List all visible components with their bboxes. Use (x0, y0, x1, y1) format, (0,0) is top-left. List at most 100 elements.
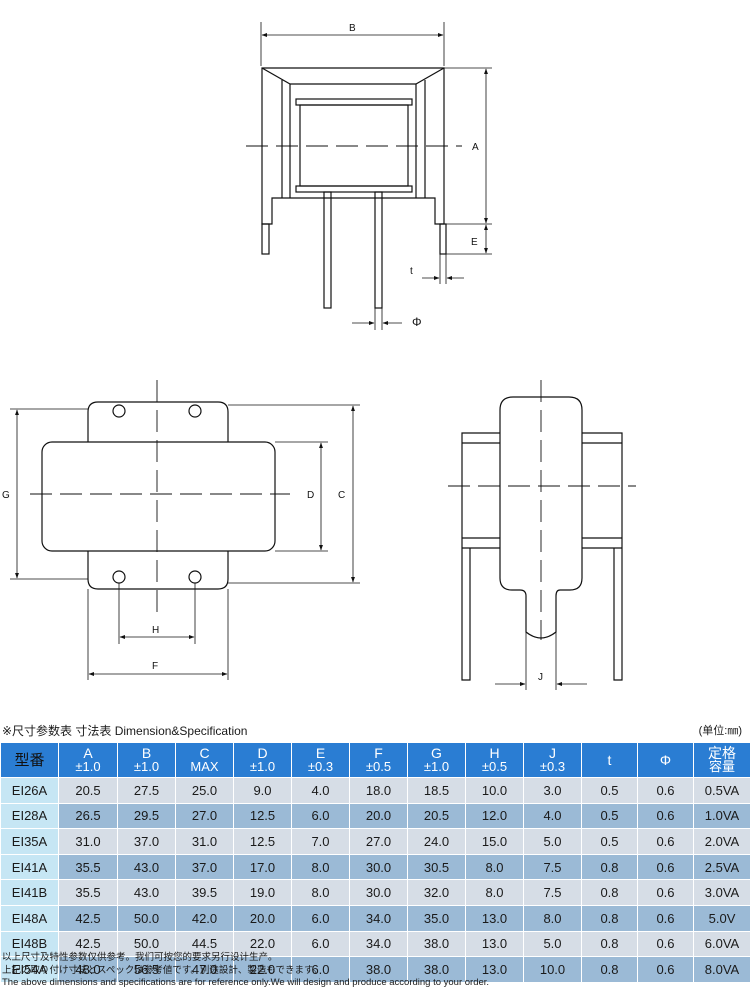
value-cell: 7.5 (523, 879, 582, 906)
dimension-t-label: t (410, 266, 413, 277)
value-cell: 20.5 (58, 777, 118, 804)
value-cell: 0.6 (637, 853, 694, 881)
value-cell: 8.0VA (693, 956, 750, 983)
column-header-tolerance: ±1.0 (249, 759, 276, 774)
value-cell: 0.5VA (693, 777, 750, 804)
value-cell: 31.0 (58, 828, 118, 855)
value-cell: 0.6 (637, 828, 694, 855)
value-cell: 0.6 (637, 956, 694, 983)
value-cell: 12.5 (233, 802, 292, 830)
column-header-tolerance: ±1.0 (133, 759, 160, 774)
bobbin-top-flange (295, 98, 413, 106)
value-cell: 0.5 (581, 802, 638, 830)
value-cell: 18.0 (349, 777, 408, 804)
column-header-tolerance: ±0.5 (481, 759, 508, 774)
value-cell: 5.0 (523, 930, 582, 958)
value-cell: 26.5 (58, 802, 118, 830)
column-header-tolerance: ±1.0 (423, 759, 450, 774)
column-header-label: D (257, 745, 268, 761)
column-header: 定格容量 (693, 742, 750, 778)
value-cell: 18.5 (407, 777, 466, 804)
value-cell: 2.5VA (693, 853, 750, 881)
value-cell: 37.0 (175, 853, 234, 881)
value-cell: 8.0 (465, 853, 524, 881)
value-cell: 25.0 (175, 777, 234, 804)
model-cell: EI48A (0, 904, 59, 932)
table-unit: (单位:㎜) (698, 725, 742, 737)
value-cell: 27.0 (175, 802, 234, 830)
value-cell: 10.0 (523, 956, 582, 983)
column-header-label: J (549, 745, 556, 761)
dimension-h-label: H (152, 625, 159, 636)
value-cell: 13.0 (465, 904, 524, 932)
dimension-b-label: B (349, 23, 356, 34)
value-cell: 8.0 (465, 879, 524, 906)
column-header-label: C (199, 745, 210, 761)
bobbin-bottom-flange (295, 185, 413, 193)
value-cell: 7.5 (523, 853, 582, 881)
model-cell: EI35A (0, 828, 59, 855)
value-cell: 5.0V (693, 904, 750, 932)
column-header-tolerance: ±0.5 (365, 759, 392, 774)
column-header: Φ (637, 742, 694, 778)
column-header: D±1.0 (233, 742, 292, 778)
value-cell: 50.0 (117, 904, 176, 932)
value-cell: 8.0 (291, 879, 350, 906)
column-header-tolerance: ±1.0 (75, 759, 101, 774)
bobbin-body (299, 104, 409, 187)
front-view: G D C H F (2, 380, 360, 680)
mounting-hole (188, 570, 202, 584)
value-cell: 27.5 (117, 777, 176, 804)
column-header-label: H (489, 745, 500, 761)
value-cell: 0.8 (581, 904, 638, 932)
dimension-j-label: J (538, 672, 543, 683)
value-cell: 42.0 (175, 904, 234, 932)
value-cell: 22.0 (233, 956, 292, 983)
value-cell: 20.0 (233, 904, 292, 932)
value-cell: 24.0 (407, 828, 466, 855)
value-cell: 48.0 (58, 956, 118, 983)
value-cell: 34.0 (349, 904, 408, 932)
table-caption: ※尺寸参数表 寸法表 Dimension&Specification (单位:㎜… (2, 722, 748, 738)
column-header-tolerance: MAX (190, 759, 219, 774)
bobbin-side (499, 396, 583, 639)
column-header: J±0.3 (523, 742, 582, 778)
table-title: ※尺寸参数表 寸法表 Dimension&Specification (2, 724, 248, 738)
value-cell: 0.5 (581, 828, 638, 855)
value-cell: 0.6 (637, 777, 694, 804)
column-header-label: E (315, 745, 326, 761)
value-cell: 38.0 (407, 956, 466, 983)
column-header-tolerance: ±0.3 (539, 759, 566, 774)
value-cell: 2.0VA (693, 828, 750, 855)
value-cell: 29.5 (117, 802, 176, 830)
value-cell: 39.5 (175, 879, 234, 906)
value-cell: 15.0 (465, 828, 524, 855)
value-cell: 20.0 (349, 802, 408, 830)
value-cell: 0.8 (581, 956, 638, 983)
notes: 以上尺寸及特性参数仅供参考。我们可按您的要求另行设计生产。 上記の取り付け寸法と… (2, 952, 748, 990)
technical-drawing: B A E t (2, 22, 636, 690)
value-cell: 35.0 (407, 904, 466, 932)
value-cell: 35.5 (58, 853, 118, 881)
pin-right (374, 191, 383, 309)
value-cell: 30.0 (349, 879, 408, 906)
value-cell: 32.0 (407, 879, 466, 906)
value-cell: 38.0 (407, 930, 466, 958)
value-cell: 3.0VA (693, 879, 750, 906)
value-cell: 4.0 (291, 777, 350, 804)
core-top (87, 401, 229, 442)
model-cell: EI54A (0, 956, 59, 983)
column-header-label: Φ (659, 751, 672, 768)
value-cell: 0.5 (581, 777, 638, 804)
value-cell: 37.0 (117, 828, 176, 855)
note-japanese: 上記の取り付け寸法とスペックは参考値です。別途設計、製造もできます。 (2, 964, 323, 976)
value-cell: 38.0 (349, 956, 408, 983)
column-header: F±0.5 (349, 742, 408, 778)
column-header-tolerance: ±0.3 (307, 759, 334, 774)
